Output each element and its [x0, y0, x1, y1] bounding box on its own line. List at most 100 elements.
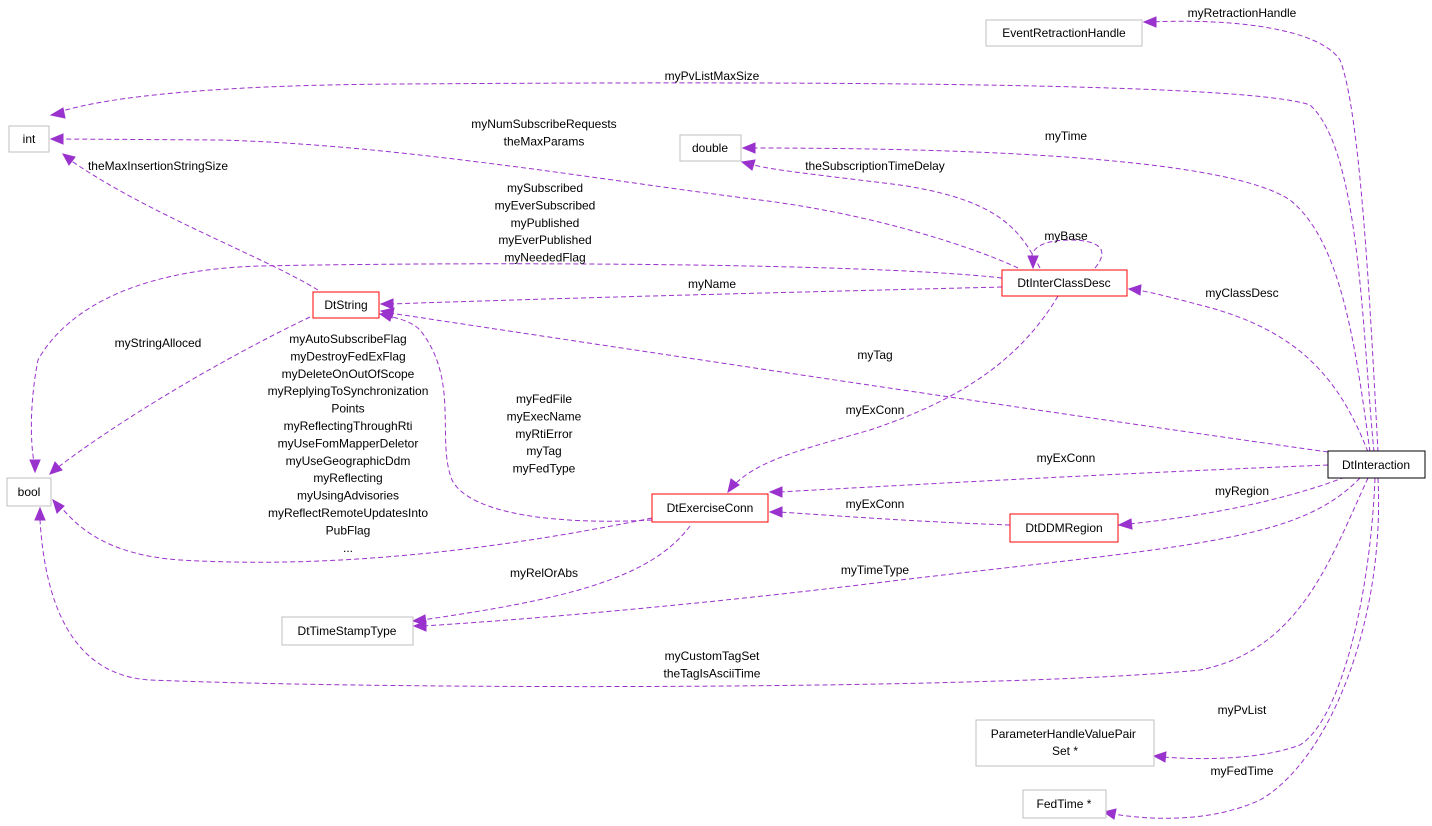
node-int-label: int — [23, 132, 36, 146]
edge-label-line: myName — [688, 277, 736, 291]
node-dt-interaction[interactable]: DtInteraction — [1327, 450, 1426, 479]
edge-label-line: theMaxInsertionStringSize — [88, 159, 228, 173]
edge-label-line: myFedTime — [1211, 764, 1274, 778]
arrowhead-my-ex-conn-focus — [768, 486, 783, 498]
node-dt-ddm-region-label: DtDDMRegion — [1025, 521, 1102, 535]
node-dt-ddm-region[interactable]: DtDDMRegion — [1009, 513, 1119, 543]
edge-label-line: myDeleteOnOutOfScope — [282, 367, 415, 381]
edge-label-line: myReflecting — [313, 471, 382, 485]
node-parameter-handle-value-pair-set-label: ParameterHandleValuePair Set * — [991, 727, 1140, 758]
edge-label-my-class-desc: myClassDesc — [1205, 286, 1278, 300]
arrowhead-my-time — [741, 142, 756, 154]
node-bool-label: bool — [18, 485, 41, 499]
edge-my-time — [751, 147, 1371, 453]
arrowhead-my-retraction-handle — [1142, 16, 1157, 28]
edge-label-line: theTagIsAsciiTime — [664, 666, 761, 680]
node-event-retraction-handle[interactable]: EventRetractionHandle — [985, 19, 1143, 47]
edge-label-my-name: myName — [688, 277, 736, 291]
edge-my-ex-conn-icd — [734, 295, 1059, 485]
edge-label-my-fed-time: myFedTime — [1211, 764, 1274, 778]
edge-my-ex-conn-ddm — [778, 511, 1011, 526]
edge-my-tag — [389, 312, 1329, 453]
node-double[interactable]: double — [679, 134, 742, 162]
edge-label-line: myRegion — [1215, 484, 1269, 498]
edge-label-my-time: myTime — [1045, 129, 1088, 143]
edge-label-my-rel-or-abs: myRelOrAbs — [510, 566, 578, 580]
node-fed-time[interactable]: FedTime * — [1022, 789, 1107, 819]
arrowhead-my-fed-file — [378, 310, 393, 322]
edge-label-line: PubFlag — [326, 523, 371, 537]
edge-my-pv-list-max-size — [58, 82, 1375, 453]
edge-my-ex-conn-focus — [778, 464, 1329, 493]
edge-label-line: myStringAlloced — [115, 336, 202, 350]
arrowhead-the-subscription-time-delay — [740, 159, 756, 171]
node-dt-time-stamp-type-label: DtTimeStampType — [298, 624, 397, 638]
edge-label-my-time-type: myTimeType — [841, 563, 910, 577]
edge-label-line: myClassDesc — [1205, 286, 1278, 300]
edge-label-line: myDestroyFedExFlag — [290, 349, 405, 363]
arrowhead-my-ex-conn-ddm — [768, 506, 783, 518]
arrowhead-my-time-type — [412, 620, 427, 632]
edge-label-line: myEverPublished — [498, 233, 591, 247]
arrowhead-my-pv-list — [1152, 751, 1167, 763]
node-fed-time-label: FedTime * — [1037, 797, 1092, 811]
edge-my-rel-or-abs — [421, 525, 691, 621]
edge-label-line: myExConn — [846, 403, 905, 417]
edge-label-line: myFedType — [513, 462, 576, 476]
edge-label-line: myPublished — [511, 216, 580, 230]
edge-label-line: myReflectRemoteUpdatesInto — [268, 506, 428, 520]
edge-label-line: mySubscribed — [507, 181, 583, 195]
edge-label-line: myTag — [857, 348, 892, 362]
node-dt-string[interactable]: DtString — [312, 291, 380, 319]
node-parameter-handle-value-pair-set-label-line-2: Set * — [1052, 744, 1078, 758]
node-dt-inter-class-desc[interactable]: DtInterClassDesc — [1001, 269, 1128, 297]
edge-label-my-retraction-handle: myRetractionHandle — [1188, 6, 1297, 20]
node-dt-interaction-label: DtInteraction — [1342, 458, 1410, 472]
edge-my-class-desc — [1136, 289, 1369, 453]
edge-label-my-tag: myTag — [857, 348, 892, 362]
edge-label-my-ex-conn-ddm: myExConn — [846, 497, 905, 511]
edge-label-line: myRetractionHandle — [1188, 6, 1297, 20]
edge-my-retraction-handle — [1149, 20, 1379, 453]
edge-label-line: myReflectingThroughRti — [284, 419, 413, 433]
edge-label-line: theMaxParams — [504, 134, 585, 148]
node-int[interactable]: int — [8, 125, 50, 153]
node-dt-string-label: DtString — [324, 298, 367, 312]
edge-label-line: myNeededFlag — [504, 251, 585, 265]
edge-my-auto-subscribe-flag — [59, 505, 653, 563]
arrowhead-my-ex-conn-icd — [727, 478, 740, 494]
edge-label-line: myFedFile — [516, 392, 572, 406]
edge-label-my-ex-conn-focus: myExConn — [1037, 451, 1096, 465]
node-dt-time-stamp-type[interactable]: DtTimeStampType — [281, 616, 414, 646]
arrowhead-my-num-subscribe-requests — [49, 133, 64, 145]
edge-my-num-subscribe-requests — [59, 138, 1019, 269]
node-parameter-handle-value-pair-set[interactable]: ParameterHandleValuePair Set * — [975, 719, 1155, 767]
edge-label-my-string-alloced: myStringAlloced — [115, 336, 202, 350]
edge-label-line: ... — [343, 541, 353, 555]
edge-label-line: Points — [331, 402, 364, 416]
edge-label-line: myTimeType — [841, 563, 910, 577]
edge-label-line: myTag — [526, 444, 561, 458]
edge-my-pv-list — [1162, 477, 1376, 760]
node-event-retraction-handle-label: EventRetractionHandle — [1002, 26, 1126, 40]
edge-label-line: myExConn — [1037, 451, 1096, 465]
edge-label-line: myBase — [1044, 229, 1088, 243]
node-bool[interactable]: bool — [6, 477, 52, 507]
edge-label-my-region: myRegion — [1215, 484, 1269, 498]
node-double-label: double — [692, 141, 728, 155]
edge-label-line: myNumSubscribeRequests — [471, 117, 616, 131]
edge-label-my-pv-list-max-size: myPvListMaxSize — [665, 69, 760, 83]
edge-label-the-subscription-time-delay: theSubscriptionTimeDelay — [805, 159, 945, 173]
edge-label-my-num-subscribe-requests: myNumSubscribeRequests theMaxParams — [471, 117, 616, 148]
node-dt-exercise-conn[interactable]: DtExerciseConn — [651, 493, 769, 523]
edge-label-line: myRelOrAbs — [510, 566, 578, 580]
edge-label-line: myExConn — [846, 497, 905, 511]
edge-label-line: theSubscriptionTimeDelay — [805, 159, 945, 173]
edge-label-line: myUsingAdvisories — [297, 489, 399, 503]
edge-label-line: myPvListMaxSize — [665, 69, 760, 83]
edge-my-region — [1127, 476, 1346, 525]
